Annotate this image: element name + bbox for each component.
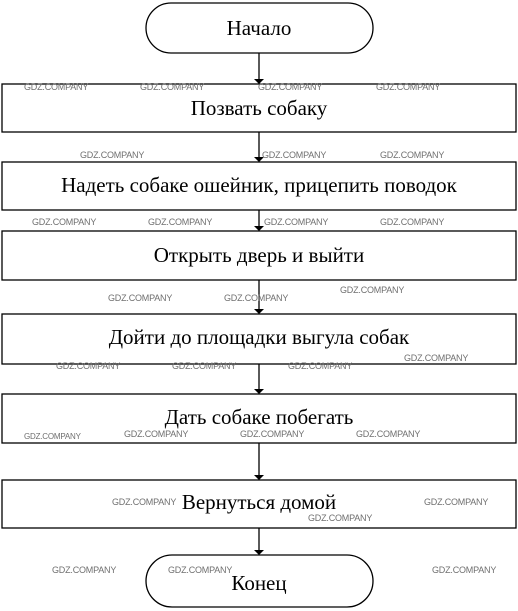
- end-terminal-shape: [145, 554, 374, 608]
- watermark: GDZ.COMPANY: [56, 361, 120, 371]
- watermark: GDZ.COMPANY: [424, 497, 488, 507]
- watermark: GDZ.COMPANY: [376, 82, 440, 92]
- process-box: [1, 393, 517, 444]
- watermark: GDZ.COMPANY: [380, 217, 444, 227]
- process-step-label: Позвать собаку: [191, 96, 328, 120]
- process-box: [1, 230, 517, 281]
- watermark: GDZ.COMPANY: [24, 82, 88, 92]
- process-box: [1, 83, 517, 133]
- process-step-label: Дать собаке побегать: [165, 405, 354, 429]
- arrowhead: [254, 309, 264, 314]
- process-step-1: Позвать собаку: [1, 83, 517, 133]
- start-terminal-shape: [145, 2, 374, 54]
- arrowhead: [254, 389, 264, 394]
- watermark: GDZ.COMPANY: [308, 513, 372, 523]
- process-step-label: Открыть дверь и выйти: [154, 243, 364, 267]
- process-step-5: Дать собаке побегать: [1, 393, 517, 444]
- process-step-label: Надеть собаке ошейник, прицепить поводок: [61, 173, 458, 197]
- watermark: GDZ.COMPANY: [108, 293, 172, 303]
- watermark: GDZ.COMPANY: [24, 432, 82, 441]
- watermark: GDZ.COMPANY: [380, 150, 444, 160]
- process-step-3: Открыть дверь и выйти: [1, 230, 517, 281]
- watermark: GDZ.COMPANY: [168, 565, 232, 575]
- watermark: GDZ.COMPANY: [124, 429, 188, 439]
- start-terminal: Начало: [145, 2, 374, 54]
- arrowhead: [254, 79, 264, 84]
- arrowhead: [254, 475, 264, 480]
- watermark: GDZ.COMPANY: [224, 293, 288, 303]
- watermark: GDZ.COMPANY: [432, 565, 496, 575]
- arrowhead: [254, 550, 264, 555]
- watermark: GDZ.COMPANY: [356, 429, 420, 439]
- end-terminal: Конец: [145, 554, 374, 608]
- process-box: [1, 313, 517, 365]
- watermark: GDZ.COMPANY: [340, 285, 404, 295]
- watermark: GDZ.COMPANY: [32, 217, 96, 227]
- watermark: GDZ.COMPANY: [112, 497, 176, 507]
- watermark: GDZ.COMPANY: [172, 361, 236, 371]
- watermark: GDZ.COMPANY: [404, 353, 468, 363]
- watermark: GDZ.COMPANY: [262, 150, 326, 160]
- end-terminal-label: Конец: [231, 571, 286, 595]
- watermark: GDZ.COMPANY: [52, 565, 116, 575]
- start-terminal-label: Начало: [227, 16, 292, 40]
- watermark: GDZ.COMPANY: [240, 429, 304, 439]
- process-step-label: Дойти до площадки выгула собак: [109, 325, 410, 349]
- process-step-2: Надеть собаке ошейник, прицепить поводок: [1, 161, 517, 211]
- arrowhead: [254, 157, 264, 162]
- watermark: GDZ.COMPANY: [80, 150, 144, 160]
- process-step-label: Вернуться домой: [182, 490, 336, 514]
- watermark: GDZ.COMPANY: [264, 217, 328, 227]
- connectors: [254, 53, 264, 555]
- watermark: GDZ.COMPANY: [148, 217, 212, 227]
- arrowhead: [254, 226, 264, 231]
- process-step-4: Дойти до площадки выгула собак: [1, 313, 517, 365]
- process-box: [1, 479, 517, 529]
- watermark: GDZ.COMPANY: [140, 82, 204, 92]
- watermark-layer: GDZ.COMPANY GDZ.COMPANY GDZ.COMPANY GDZ.…: [24, 82, 497, 575]
- process-step-6: Вернуться домой: [1, 479, 517, 529]
- process-box: [1, 161, 517, 211]
- watermark: GDZ.COMPANY: [288, 361, 352, 371]
- watermark: GDZ.COMPANY: [258, 82, 322, 92]
